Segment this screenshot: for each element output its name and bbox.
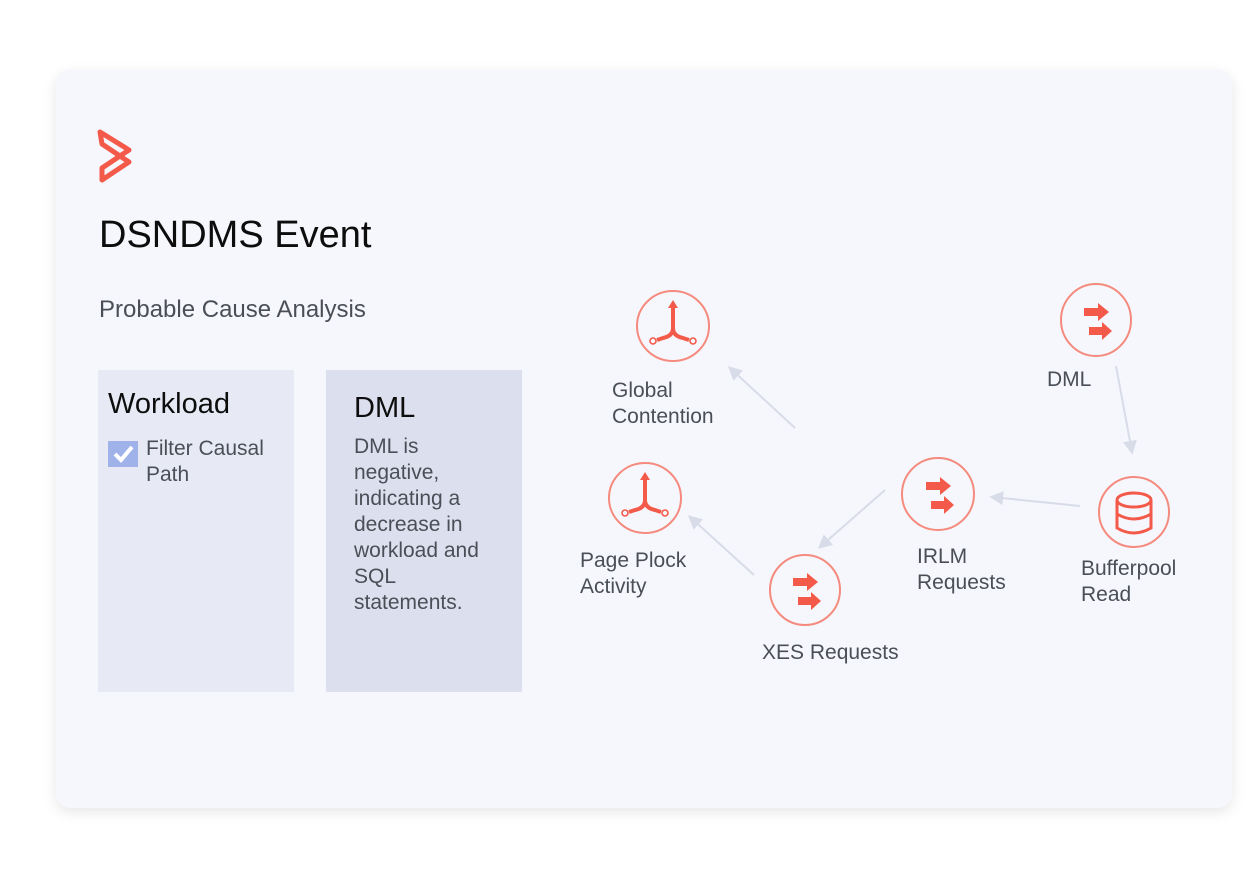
edge-irlm-xes bbox=[817, 489, 886, 549]
filter-causal-path-checkbox[interactable] bbox=[108, 441, 138, 467]
label-bufferpool-read: Bufferpool Read bbox=[1081, 556, 1176, 608]
brand-logo-icon bbox=[97, 129, 132, 183]
database-icon bbox=[1115, 491, 1153, 535]
label-xes-requests: XES Requests bbox=[762, 640, 899, 666]
label-line: Page Plock bbox=[580, 549, 687, 572]
label-line: DML bbox=[1047, 368, 1092, 391]
merge-icon bbox=[620, 470, 670, 518]
double-arrow-icon bbox=[1084, 303, 1112, 340]
node-dml[interactable] bbox=[1060, 283, 1132, 357]
label-line: Contention bbox=[612, 405, 714, 428]
double-arrow-icon bbox=[926, 477, 954, 514]
workload-panel: Workload Filter Causal Path bbox=[98, 370, 294, 692]
label-line: IRLM bbox=[917, 545, 968, 568]
checkmark-icon bbox=[113, 445, 134, 463]
edge-xes-page bbox=[687, 515, 755, 576]
page-title: DSNDMS Event bbox=[99, 214, 372, 256]
node-global-contention[interactable] bbox=[636, 290, 710, 362]
label-line: Requests bbox=[917, 571, 1006, 594]
label-line: Activity bbox=[580, 575, 647, 598]
label-line: Bufferpool bbox=[1081, 557, 1177, 580]
merge-icon bbox=[648, 298, 698, 346]
dml-description: DML is negative, indicating a decrease i… bbox=[354, 435, 479, 614]
dml-panel: DML DML is negative, indicating a decrea… bbox=[326, 370, 522, 692]
workload-title: Workload bbox=[108, 388, 230, 420]
edges bbox=[687, 365, 1137, 576]
edge-irlm-global bbox=[727, 366, 796, 429]
label-dml: DML bbox=[1047, 367, 1091, 393]
node-irlm-requests[interactable] bbox=[901, 457, 975, 531]
label-line: Global bbox=[612, 379, 673, 402]
node-bufferpool-read[interactable] bbox=[1098, 476, 1170, 548]
label-global-contention: Global Contention bbox=[612, 378, 714, 430]
label-page-plock-activity: Page Plock Activity bbox=[580, 548, 686, 600]
edge-bufferpool-irlm bbox=[989, 491, 1081, 507]
filter-causal-path-label[interactable]: Filter Causal Path bbox=[146, 437, 264, 486]
node-xes-requests[interactable] bbox=[769, 554, 841, 626]
double-arrow-icon bbox=[793, 573, 821, 610]
edge-dml-bufferpool bbox=[1115, 365, 1137, 455]
label-line: Read bbox=[1081, 583, 1132, 606]
dml-title: DML bbox=[354, 392, 416, 424]
node-page-plock-activity[interactable] bbox=[608, 462, 682, 534]
label-irlm-requests: IRLM Requests bbox=[917, 544, 1006, 596]
label-line: XES Requests bbox=[762, 641, 899, 664]
page-subtitle: Probable Cause Analysis bbox=[99, 296, 366, 323]
